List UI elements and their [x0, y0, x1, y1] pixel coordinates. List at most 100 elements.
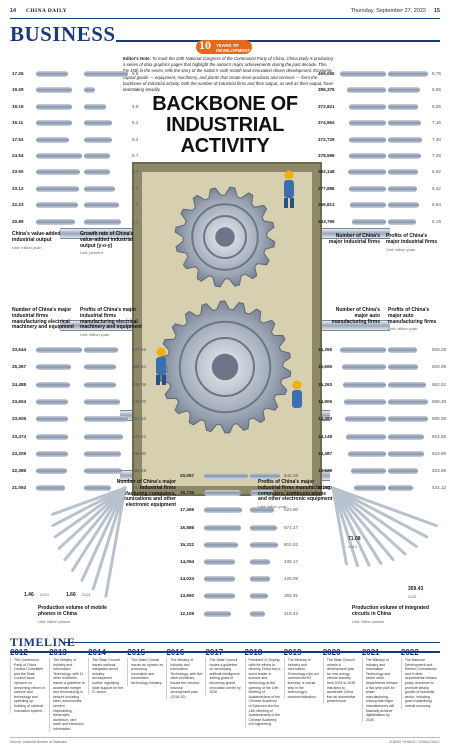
bar [388, 103, 418, 110]
bar-row: 20.89 [0, 218, 450, 226]
bar-value: 574.17 [284, 524, 299, 530]
bar-row: 551.33 [0, 415, 450, 423]
bar-value: 17.51 [12, 136, 24, 142]
bar-value: 23,604 [12, 398, 27, 404]
bar-row: 24,488 [0, 381, 450, 389]
bar-row: 378,599 [0, 152, 450, 160]
bar [36, 153, 82, 159]
bar-row: 524.90 [0, 506, 450, 514]
bar-value: 602.62 [284, 541, 299, 547]
bar [349, 136, 386, 143]
timeline-title: TIMELINE [10, 635, 76, 649]
bar-value: 13,950 [180, 593, 195, 599]
bar [250, 473, 280, 479]
bar [341, 364, 386, 371]
bar-row: 8.1 [0, 218, 450, 226]
label-num-auto: Number of China's major auto manufacturi… [331, 307, 380, 325]
bar [348, 169, 386, 176]
bar-row: 15,263 [0, 381, 450, 389]
bar-value: 16,735 [180, 490, 195, 496]
bar [350, 468, 386, 475]
bar-row: 6,95 [0, 86, 450, 94]
bar [84, 136, 113, 143]
bar [84, 185, 115, 192]
mobile-2013-value: 1.46 [24, 592, 34, 598]
timeline-text: The National Development and Reform Comm… [400, 658, 437, 709]
bar-row: 6,42 [0, 185, 450, 193]
bar-value: 6,56 [432, 103, 441, 109]
bar-row: 482.29 [0, 467, 450, 475]
editor-note-lead: Editor's Note: [123, 56, 151, 61]
bar-row: 372,821 [0, 103, 450, 111]
bar-row: 14,094 [0, 558, 450, 566]
bar-row: 2.4 [0, 86, 450, 94]
source-note: Source: National Bureau of Statistics [10, 740, 68, 744]
bar [36, 218, 76, 225]
ic-2013-value: 71.08 [348, 536, 361, 542]
label-profits-elec: Profits of China's major industrial firm… [80, 307, 142, 338]
fan-bar [91, 486, 127, 591]
bar-row: 5.7 [0, 152, 450, 160]
bar-value: 6.7 [132, 185, 139, 191]
bar [250, 559, 271, 565]
bar [36, 169, 81, 176]
bar-row: 645.35 [0, 472, 450, 480]
bar [36, 398, 69, 405]
bar-row: 19.19 [0, 103, 450, 111]
bar [250, 610, 265, 617]
bar [204, 541, 238, 548]
bar [346, 87, 386, 94]
bar-value: 372,821 [318, 103, 335, 109]
fan-bar [53, 486, 127, 539]
bar-row: 4.8 [0, 103, 450, 111]
bar [84, 120, 113, 127]
bar-row: 405.06 [0, 381, 450, 389]
timeline-year: 2021 [361, 648, 380, 657]
bar-value: 382.91 [284, 593, 299, 599]
bar-row: 8,75 [0, 70, 450, 78]
bar-row: 396.34 [0, 363, 450, 371]
bar [84, 347, 119, 353]
bar-row: 14,024 [0, 575, 450, 583]
timeline-year: 2014 [88, 648, 106, 657]
bar-row: 17,466 [0, 506, 450, 514]
fan-bar [71, 486, 127, 572]
bar-row: 465.30 [0, 450, 450, 458]
bar-value: 469,050 [318, 71, 335, 76]
bar-value: 341.97 [132, 485, 147, 491]
bar-value: 374,964 [318, 120, 335, 126]
bar-row: 6.7 [0, 185, 450, 193]
bar-value: 33,544 [12, 347, 27, 352]
bar-row: 574.17 [0, 524, 450, 532]
bar [84, 364, 116, 371]
bar [84, 169, 111, 176]
bar [36, 71, 69, 77]
bar-row: 426.05 [0, 575, 450, 583]
timeline-year: 2016 [166, 648, 185, 657]
label-profits-firms: Profits of China's major industrial firm… [386, 233, 438, 252]
bar-value: 378,599 [318, 153, 335, 158]
section-title: BUSINESS [10, 22, 116, 46]
timeline-year: 2015 [127, 648, 146, 657]
bar [340, 71, 386, 77]
bar [388, 202, 420, 209]
label-num-computers: Number of China's major industrial firms… [112, 479, 176, 509]
issue-date: Thursday, September 27, 2022 [350, 8, 426, 14]
bar [36, 485, 65, 492]
headline: BACKBONE OF INDUSTRIAL ACTIVITY [120, 94, 330, 157]
bar-row: 602.62 [0, 541, 450, 549]
bar [84, 103, 106, 110]
bar [388, 153, 422, 159]
bar [84, 381, 117, 388]
bar-value: 523.89 [432, 468, 447, 474]
bar-value: 14,493 [318, 416, 333, 422]
timeline-year: 2013 [49, 648, 67, 657]
bar [36, 202, 78, 209]
fan-bar [51, 486, 127, 516]
bar-value: 8.1 [132, 218, 139, 224]
bar-row: 6.2 [0, 136, 450, 144]
bar [388, 169, 419, 176]
